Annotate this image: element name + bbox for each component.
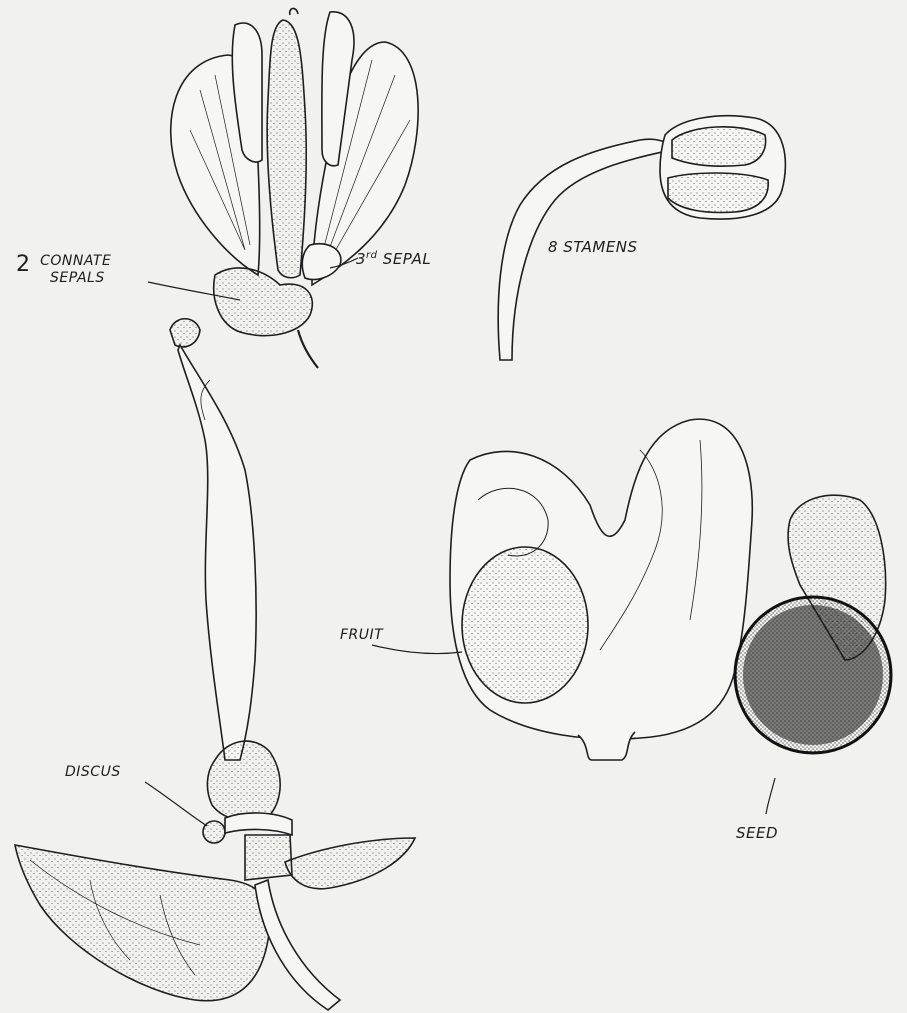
fruit-drawing	[450, 419, 752, 760]
pistil-drawing	[15, 319, 415, 1010]
discus-leader	[145, 782, 207, 826]
fruit-leader	[372, 645, 462, 654]
flower-drawing	[171, 8, 418, 368]
connate-sepals-number: 2	[16, 252, 31, 277]
fruit-label: FRUIT	[340, 627, 383, 643]
stamen-drawing	[498, 116, 785, 360]
third-sepal-prefix: 3	[356, 250, 366, 268]
stamens-label: 8 STAMENS	[548, 238, 638, 256]
discus-label: DISCUS	[65, 764, 121, 780]
seed-drawing	[735, 495, 891, 753]
seed-leader	[766, 778, 775, 814]
third-sepal-label: 3rd SEPAL	[356, 250, 431, 268]
seed-label: SEED	[736, 824, 778, 842]
third-sepal-word: SEPAL	[383, 250, 431, 268]
third-sepal-sup: rd	[366, 250, 377, 261]
connate-sepals-line1: CONNATE	[40, 253, 111, 269]
connate-sepals-line2: SEPALS	[50, 270, 105, 286]
